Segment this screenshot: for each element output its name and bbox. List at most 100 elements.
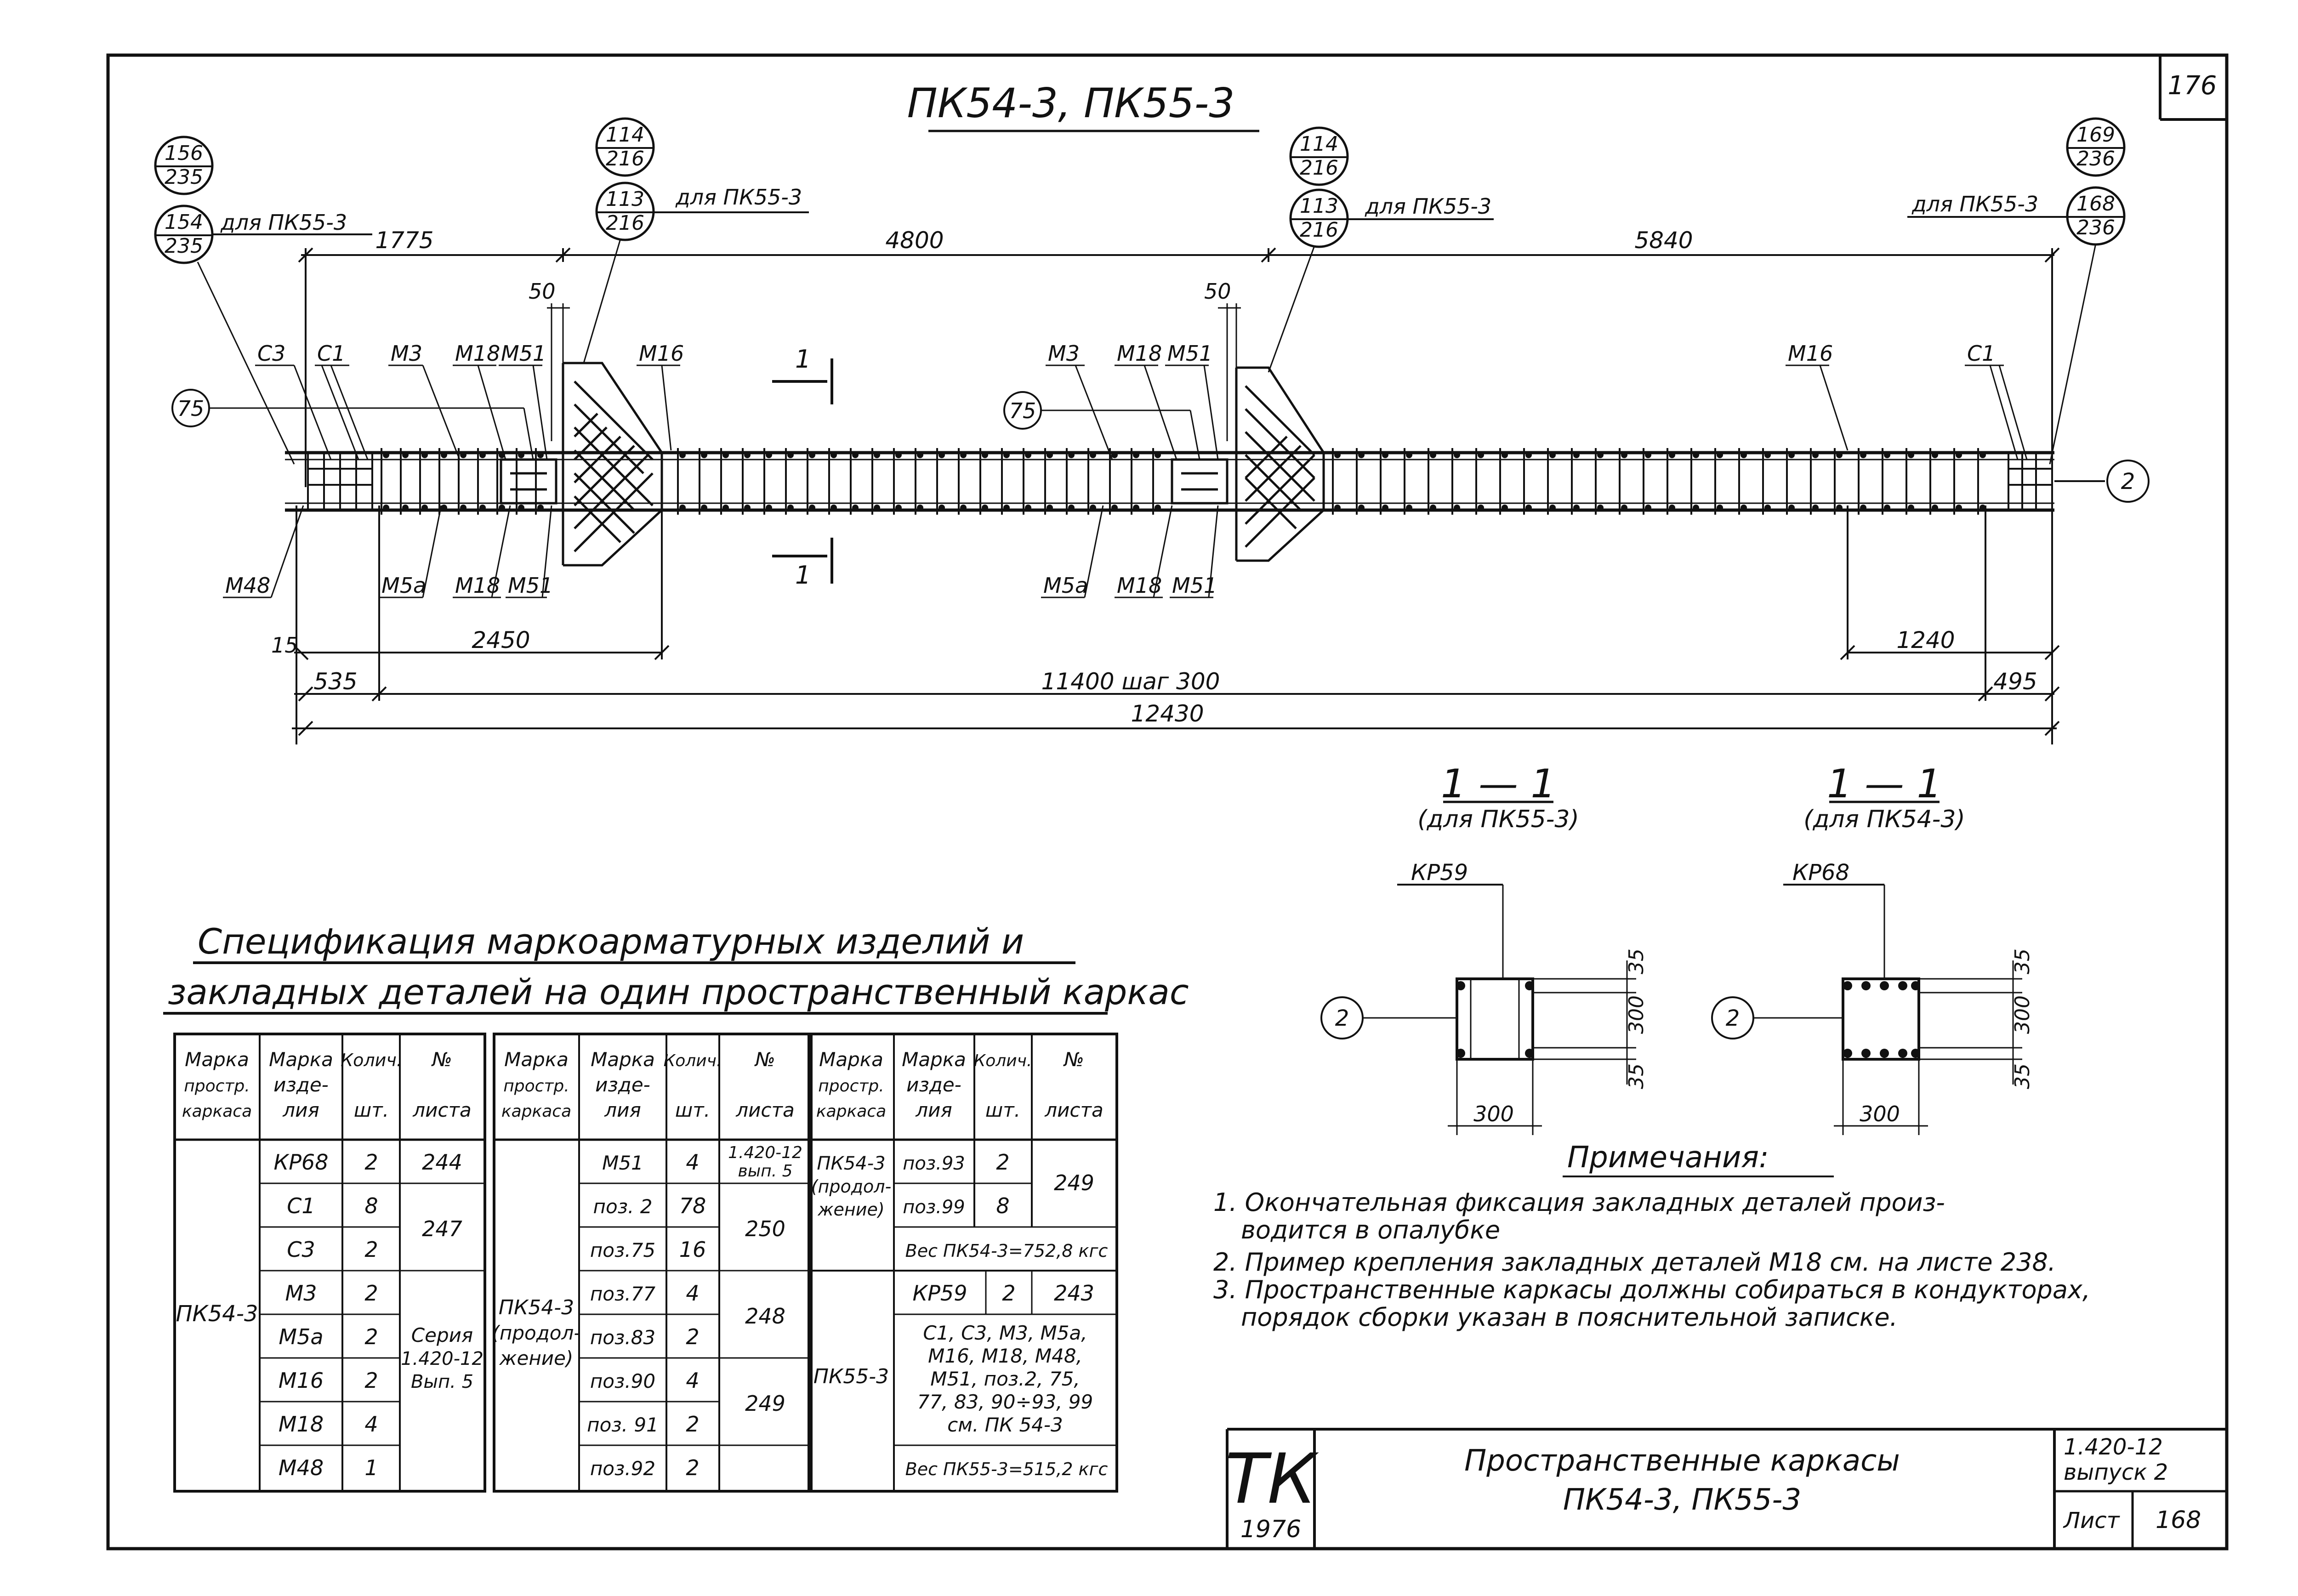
svg-text:243: 243 (1054, 1281, 1094, 1306)
svg-text:249: 249 (745, 1391, 785, 1416)
svg-text:35: 35 (2011, 949, 2034, 974)
svg-text:каркаса: каркаса (501, 1102, 571, 1121)
svg-text:Марка: Марка (185, 1048, 249, 1071)
ref-note-3: для ПК55-3 (1365, 194, 1491, 219)
rebar-dot (402, 505, 409, 511)
svg-text:простр.: простр. (818, 1077, 884, 1096)
rebar-dot (1003, 505, 1010, 511)
svg-text:(для ПК54-3): (для ПК54-3) (1803, 806, 1965, 833)
rebar-dot (1334, 452, 1341, 458)
rebar-dot (766, 452, 772, 458)
svg-text:300: 300 (1860, 1102, 1900, 1126)
svg-text:2: 2 (686, 1412, 699, 1437)
rebar-dot (421, 505, 428, 511)
svg-text:2: 2 (1002, 1281, 1015, 1306)
svg-text:Вып. 5: Вып. 5 (411, 1371, 473, 1392)
ref-note-1: для ПК55-3 (220, 210, 347, 235)
svg-text:16: 16 (679, 1237, 706, 1262)
svg-text:4: 4 (686, 1368, 699, 1393)
svg-text:Пространственные каркасы: Пространственные каркасы (1464, 1444, 1900, 1478)
svg-text:300: 300 (1473, 1102, 1514, 1126)
svg-text:235: 235 (165, 234, 203, 258)
svg-text:М3: М3 (285, 1281, 317, 1306)
svg-text:КР68: КР68 (274, 1150, 329, 1175)
svg-text:изде-: изде- (906, 1073, 961, 1096)
svg-text:М18: М18 (1117, 341, 1162, 366)
svg-text:Серия: Серия (411, 1324, 473, 1346)
ref-bubble-3: 114 216 (595, 117, 655, 177)
svg-text:М51: М51 (1167, 341, 1212, 366)
rebar-dot (1693, 505, 1699, 511)
svg-text:М18: М18 (455, 341, 500, 366)
svg-text:2. Пример крепления закладных: 2. Пример крепления закладных деталей М1… (1213, 1248, 2056, 1277)
svg-text:вып. 5: вып. 5 (738, 1162, 793, 1181)
rebar-dot (1478, 505, 1484, 511)
rebar-dot (1693, 452, 1699, 458)
svg-text:поз.83: поз.83 (590, 1326, 655, 1349)
drawing-title: ПК54-3, ПК55-3 (907, 80, 1235, 127)
rebar-dot (1155, 505, 1161, 511)
svg-text:Марка: Марка (819, 1048, 883, 1071)
spec-table-3: Марка простр. каркаса Марка изде- лия Ко… (808, 1033, 1118, 1493)
right-embed-cone (1171, 366, 1325, 562)
svg-text:изде-: изде- (595, 1073, 650, 1096)
svg-text:поз.75: поз.75 (590, 1239, 655, 1261)
svg-text:1 — 1: 1 — 1 (1441, 761, 1556, 807)
rebar-dot (1979, 505, 1986, 511)
svg-text:М18: М18 (1117, 573, 1162, 598)
cage-elevation (285, 451, 2105, 512)
rebar-dot (1111, 505, 1118, 511)
svg-text:2: 2 (364, 1281, 378, 1306)
svg-text:78: 78 (679, 1193, 706, 1218)
right-end-grid (2008, 452, 2053, 511)
svg-text:113: 113 (1300, 194, 1338, 218)
rebar-dot (1597, 452, 1604, 458)
svg-text:168: 168 (2156, 1506, 2201, 1534)
ref-bubble-1: 156 235 (154, 136, 214, 195)
svg-text:ПК54-3: ПК54-3 (817, 1153, 885, 1174)
rebar-dot (441, 505, 447, 511)
svg-text:ПК54-3: ПК54-3 (176, 1301, 258, 1327)
rebar-dot (1836, 452, 1843, 458)
svg-text:выпуск 2: выпуск 2 (2064, 1460, 2168, 1485)
rebar-dot (1979, 452, 1986, 458)
rebar-dot (917, 505, 923, 511)
dim-50-right: 50 (1204, 279, 1231, 304)
svg-text:№: № (431, 1048, 452, 1071)
rebar-dot (895, 505, 902, 511)
rebar-dot (1025, 452, 1031, 458)
svg-text:250: 250 (745, 1216, 785, 1241)
svg-text:порядок сборки указан в поясни: порядок сборки указан в пояснительной за… (1241, 1303, 1898, 1332)
rebar-dot (1741, 505, 1747, 511)
ref-75-right: 75 (1003, 391, 1042, 430)
rebar-dot (479, 505, 486, 511)
spec-table-1: Марка простр. каркаса Марка изде- лия Ко… (173, 1033, 486, 1493)
rebar-dot (1597, 505, 1604, 511)
svg-text:ПК55-3: ПК55-3 (813, 1365, 889, 1388)
rebar-dot (701, 505, 707, 511)
spec-title-line2: закладных деталей на один пространственн… (168, 971, 1189, 1012)
svg-text:2: 2 (1335, 1005, 1349, 1031)
rebar-dot (1932, 452, 1938, 458)
svg-text:2: 2 (364, 1237, 378, 1262)
svg-text:листа: листа (412, 1099, 471, 1121)
svg-text:№: № (754, 1048, 775, 1071)
svg-text:М51: М51 (501, 341, 546, 366)
svg-text:4: 4 (364, 1412, 378, 1437)
ref-note-2: для ПК55-3 (675, 185, 802, 210)
svg-text:248: 248 (745, 1304, 785, 1329)
svg-text:водится в опалубке: водится в опалубке (1241, 1215, 1500, 1244)
svg-text:154: 154 (165, 210, 203, 234)
svg-text:Марка: Марка (902, 1048, 966, 1071)
rebar-dot (874, 505, 880, 511)
rebar-dot (1836, 505, 1843, 511)
rebar-dot (1047, 505, 1053, 511)
rebar-dot (383, 452, 389, 458)
svg-text:КР59: КР59 (913, 1281, 967, 1306)
rebar-dot (809, 505, 815, 511)
rebar-dot (982, 505, 988, 511)
spec-table-2: Марка простр. каркаса Марка изде- лия Ко… (492, 1033, 813, 1493)
svg-text:75: 75 (177, 396, 205, 421)
rebar-dot (1502, 452, 1508, 458)
svg-text:(продол-: (продол- (492, 1322, 581, 1344)
